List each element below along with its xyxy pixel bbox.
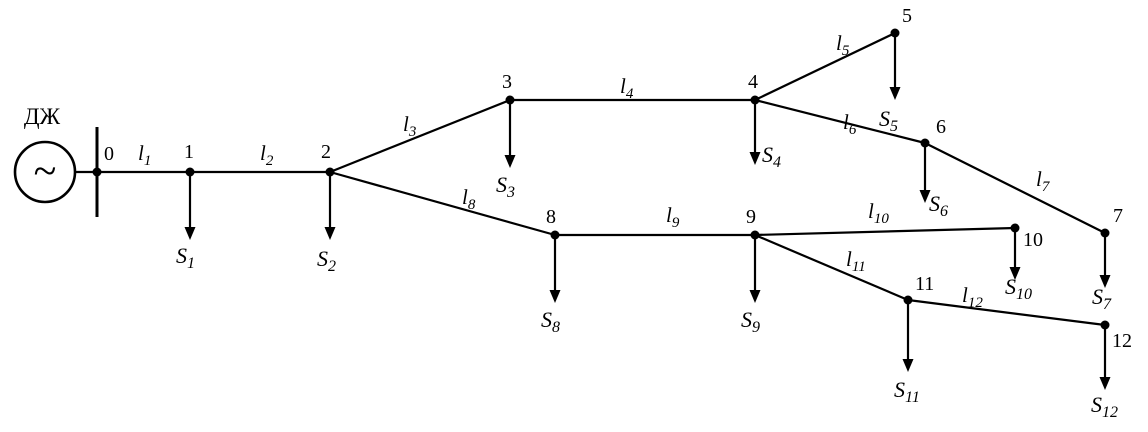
load-arrow-head-1 [184,227,196,240]
edge-label-l8: l8 [462,185,476,213]
load-arrow-head-5 [889,87,901,100]
edge-label-l7: l7 [1036,167,1051,195]
load-label-S10: S10 [1005,274,1032,303]
load-arrow-head-9 [749,290,761,303]
node-label-4: 4 [748,71,758,93]
edge-label-l1: l1 [138,141,151,169]
load-label-S8: S8 [541,307,560,336]
edge-label-l4: l4 [620,74,634,102]
node-dot-0 [92,167,102,177]
load-arrow-head-6 [919,190,931,203]
load-arrow-head-11 [902,359,914,372]
edge-label-l11: l11 [846,247,866,275]
edge-label-l3: l3 [403,112,416,140]
edge-4-5 [754,32,896,101]
edge-9-11 [754,233,909,302]
load-label-S6: S6 [929,191,948,220]
node-label-11: 11 [915,273,934,295]
edge-label-l10: l10 [868,199,889,227]
edge-2-3 [329,98,511,174]
node-label-7: 7 [1113,205,1123,227]
edge-9-10 [754,226,1016,237]
node-label-10: 10 [1023,229,1043,251]
edge-label-l9: l9 [666,203,680,231]
load-arrow-head-8 [549,290,561,303]
load-label-S9: S9 [741,307,760,336]
load-arrow-head-12 [1099,377,1111,390]
edge-6-7 [924,142,1106,234]
node-label-9: 9 [746,206,756,228]
edge-11-12 [907,298,1106,327]
load-label-S1: S1 [176,243,195,272]
node-label-6: 6 [936,116,946,138]
load-arrow-head-10 [1009,267,1021,280]
edge-label-l12: l12 [962,283,983,311]
node-label-8: 8 [546,206,556,228]
edge-label-l2: l2 [260,141,274,169]
load-arrow-head-4 [749,152,761,165]
load-label-S2: S2 [317,246,336,275]
node-label-0: 0 [104,143,114,165]
node-label-3: 3 [502,71,512,93]
load-arrow-head-3 [504,155,516,168]
edge-label-l5: l5 [836,31,850,59]
edge-4-6 [754,98,926,145]
load-arrow-head-2 [324,227,336,240]
node-label-12: 12 [1112,330,1132,352]
source-symbol: ~ [34,149,57,195]
node-label-5: 5 [902,5,912,27]
edge-2-8 [329,170,556,237]
load-label-S4: S4 [762,142,781,171]
load-label-S3: S3 [496,172,515,201]
load-label-S11: S11 [894,377,920,406]
load-label-S12: S12 [1091,392,1118,421]
node-label-1: 1 [184,141,194,163]
source-label: ДЖ [24,104,61,129]
edge-label-l6: l6 [843,110,857,138]
node-label-2: 2 [321,141,331,163]
load-label-S5: S5 [879,106,898,135]
load-arrow-head-7 [1099,275,1111,288]
load-label-S7: S7 [1092,284,1112,313]
